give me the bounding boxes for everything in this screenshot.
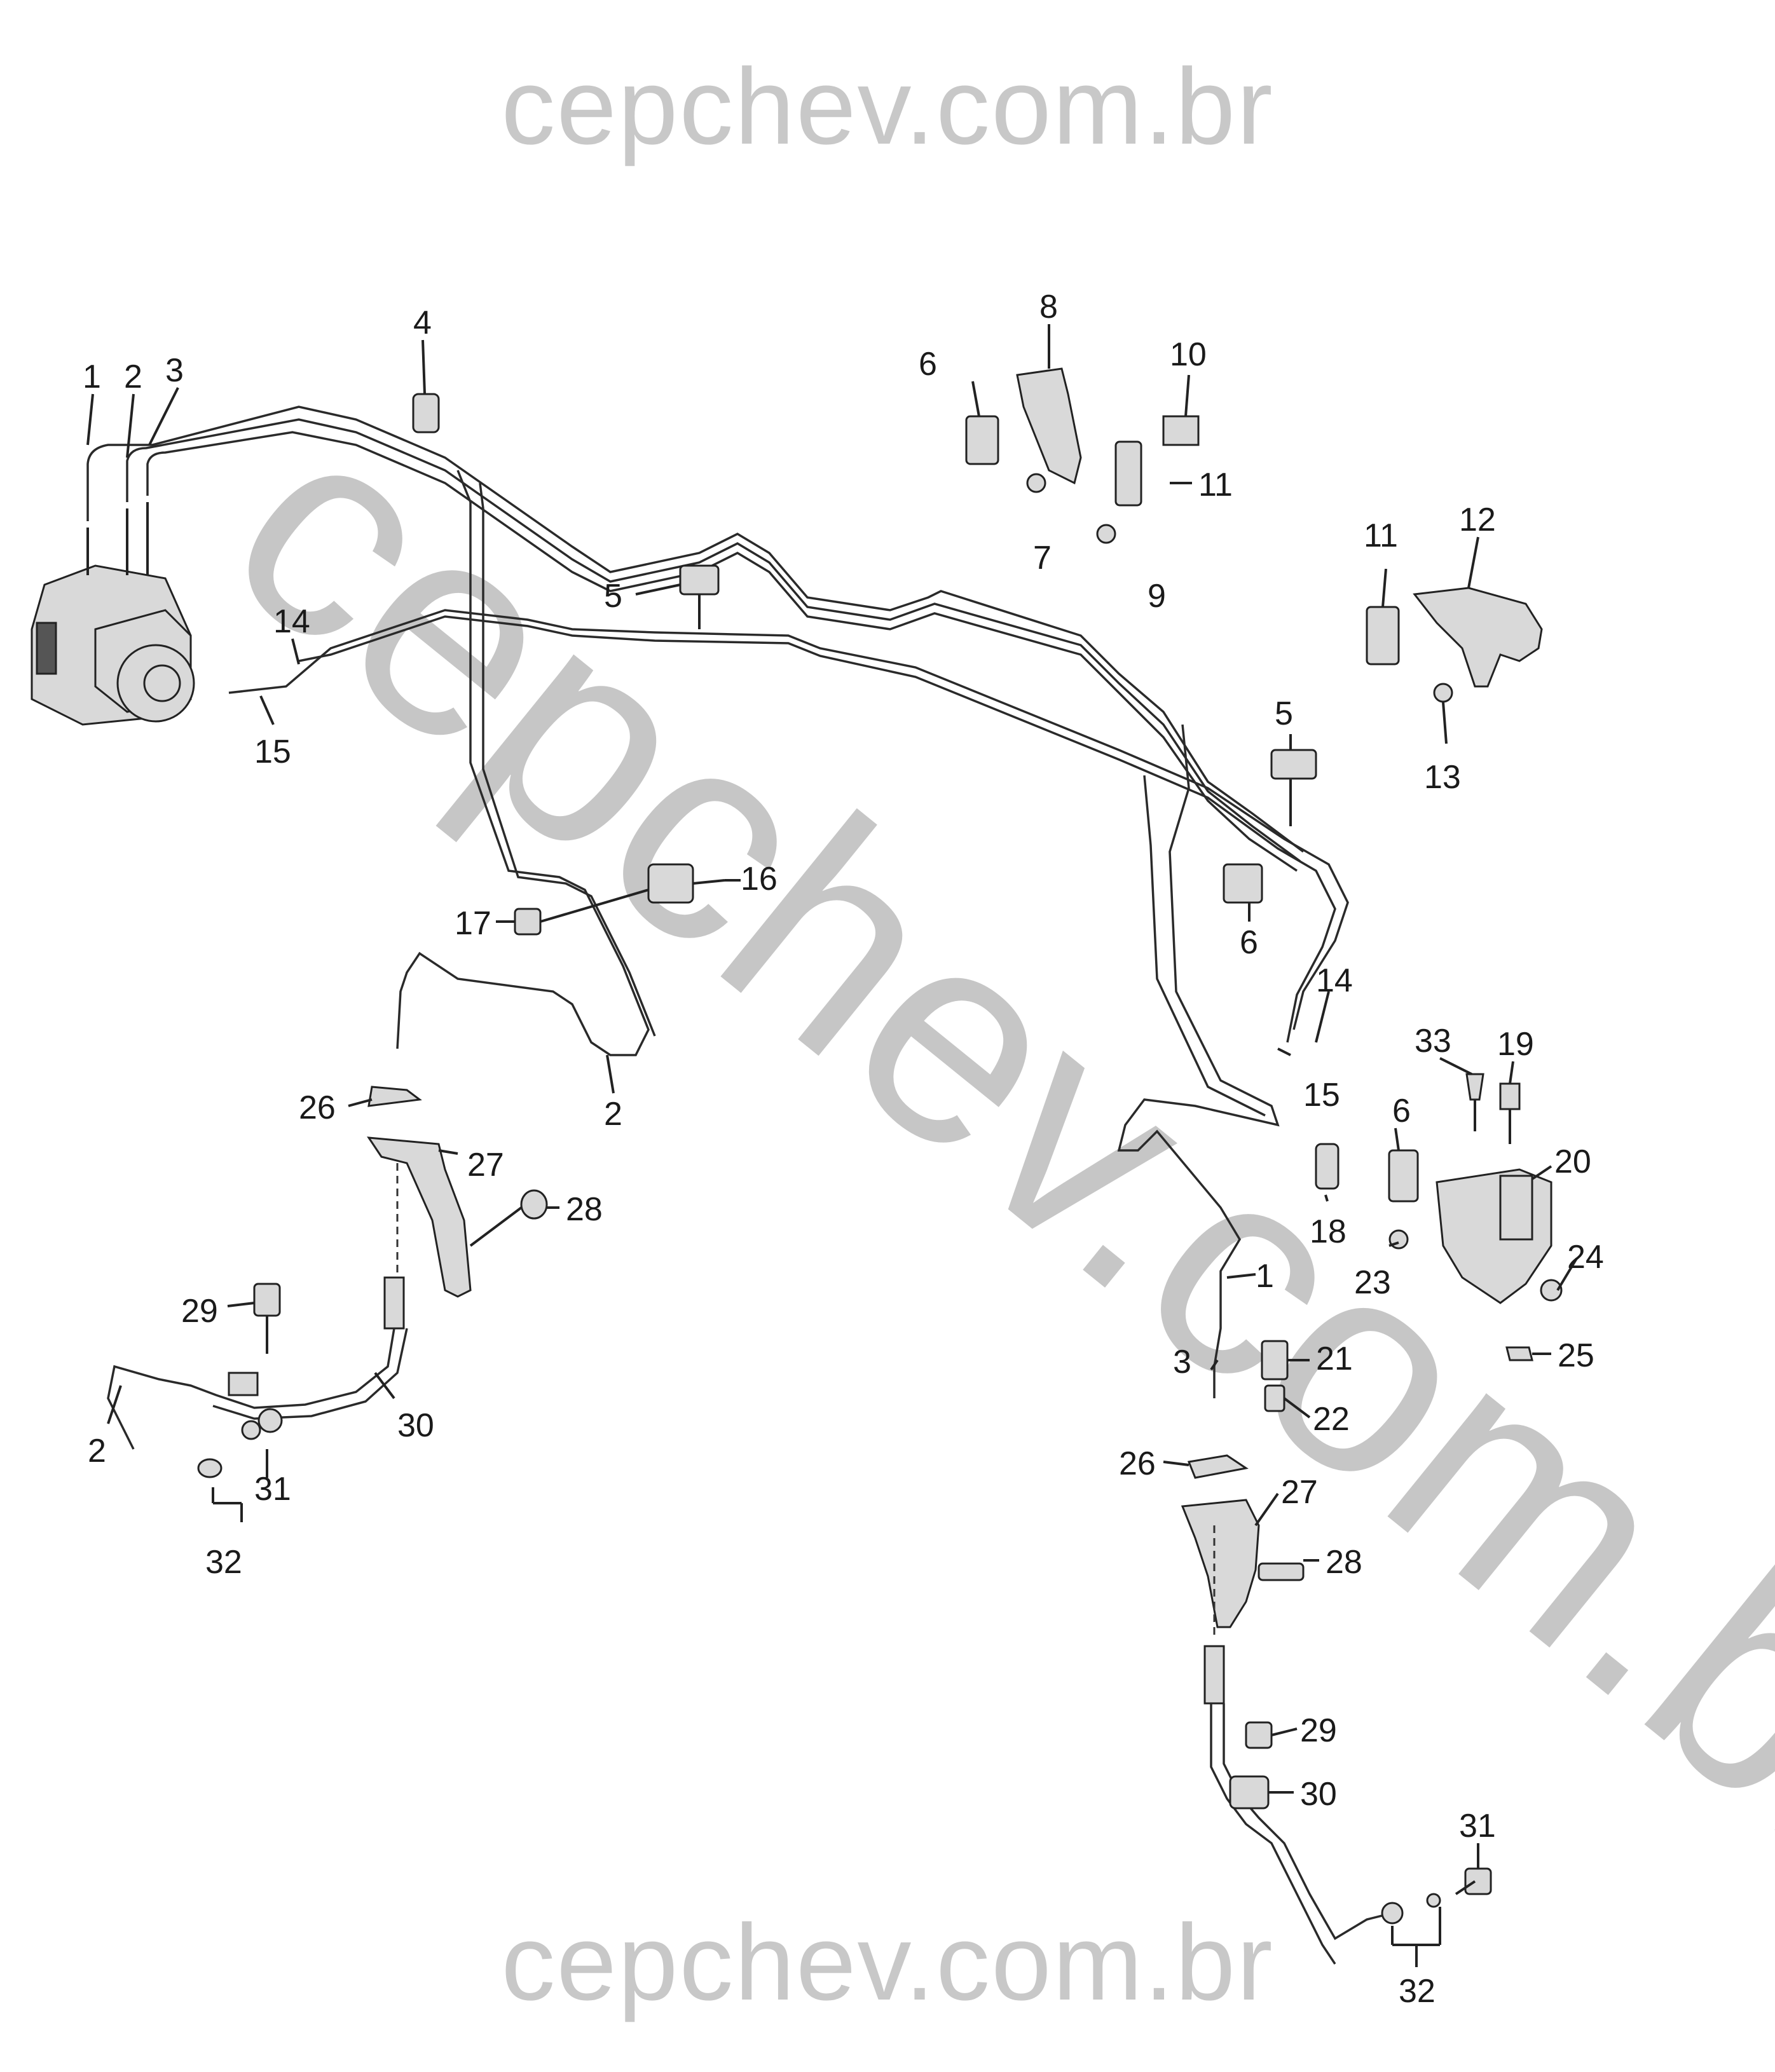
callout-8: 8 [1039,289,1058,325]
callout-31-right: 31 [1459,1808,1496,1844]
callout-28-right: 28 [1326,1544,1362,1581]
left-bracket-27 [367,1086,548,1298]
callout-30-right: 30 [1300,1776,1337,1813]
clip-10-11 [1114,415,1200,507]
callout-26-left: 26 [299,1089,336,1126]
callout-19: 19 [1497,1026,1534,1063]
callout-labels: 1 2 3 4 5 5 6 6 6 7 8 9 10 11 11 12 13 1… [83,289,1604,2010]
main-brake-lines [86,406,1349,1043]
callout-16: 16 [741,861,778,897]
callout-11-top: 11 [1198,467,1233,503]
callout-6-top: 6 [919,346,937,383]
callout-27-left: 27 [467,1147,504,1183]
callout-2-top: 2 [124,358,142,395]
left-front-line [396,470,656,1056]
callout-3-top: 3 [165,352,184,389]
clip-4 [412,393,440,433]
bracket-12 [1366,587,1543,703]
callout-1-right: 1 [1256,1258,1274,1295]
callout-12: 12 [1459,501,1496,538]
callout-26-right: 26 [1119,1445,1156,1482]
abs-modulator [31,502,195,726]
callout-2-middle: 2 [604,1096,622,1133]
right-front-lines [1117,724,1280,1398]
callout-9: 9 [1148,578,1166,615]
callout-30-left: 30 [397,1407,434,1444]
bracket-8 [1016,367,1116,544]
clip-17 [514,889,649,936]
callout-3-right: 3 [1173,1344,1191,1380]
callout-33: 33 [1415,1023,1451,1060]
callout-14-left: 14 [273,603,310,640]
callout-5-upper: 5 [604,578,622,615]
callout-10: 10 [1170,336,1207,373]
clip-18 [1315,1143,1340,1190]
callout-27-right: 27 [1281,1474,1318,1511]
clip-6-middle [1223,863,1263,904]
callout-18: 18 [1310,1213,1347,1250]
callout-24: 24 [1567,1239,1604,1276]
callout-29-right: 29 [1300,1712,1337,1749]
callout-23: 23 [1354,1264,1391,1301]
callout-21: 21 [1316,1340,1353,1377]
callout-20: 20 [1554,1143,1591,1180]
callout-7: 7 [1033,540,1052,576]
callout-6-lower: 6 [1392,1093,1411,1129]
callout-29-left: 29 [181,1293,218,1330]
callout-13: 13 [1424,759,1461,796]
callout-15-left: 15 [254,733,291,770]
left-hose-30 [107,1276,408,1478]
callout-1-top: 1 [83,358,101,395]
clip-6-lower [1388,1149,1419,1203]
sensor-16 [647,863,725,904]
callout-22: 22 [1313,1401,1350,1438]
callout-5-right: 5 [1275,695,1293,732]
watermark-top: cepchev.com.br [501,46,1274,167]
watermark-bottom: cepchev.com.br [501,1902,1274,2023]
callout-2-bottom: 2 [88,1433,106,1469]
callout-11-right: 11 [1364,517,1398,554]
callout-32-right: 32 [1399,1973,1436,2010]
clip-5-upper [679,564,720,629]
bracket-20 [1388,1073,1563,1361]
callout-31-left: 31 [254,1471,291,1508]
callout-15-right: 15 [1303,1077,1340,1114]
callout-28-left: 28 [566,1191,603,1228]
callout-25: 25 [1558,1337,1594,1374]
callout-14-right: 14 [1316,962,1353,999]
clip-5-right [1270,749,1317,826]
right-hose-30 [1203,1645,1492,1965]
leader-lines [86,324,1578,1967]
callout-4: 4 [413,304,432,341]
callout-17: 17 [455,905,491,942]
fitting-21-22 [1261,1340,1289,1412]
clip-6-top [965,415,999,465]
callout-6-middle: 6 [1240,924,1258,961]
right-bracket-27 [1181,1454,1305,1640]
callout-32-left: 32 [205,1544,242,1581]
